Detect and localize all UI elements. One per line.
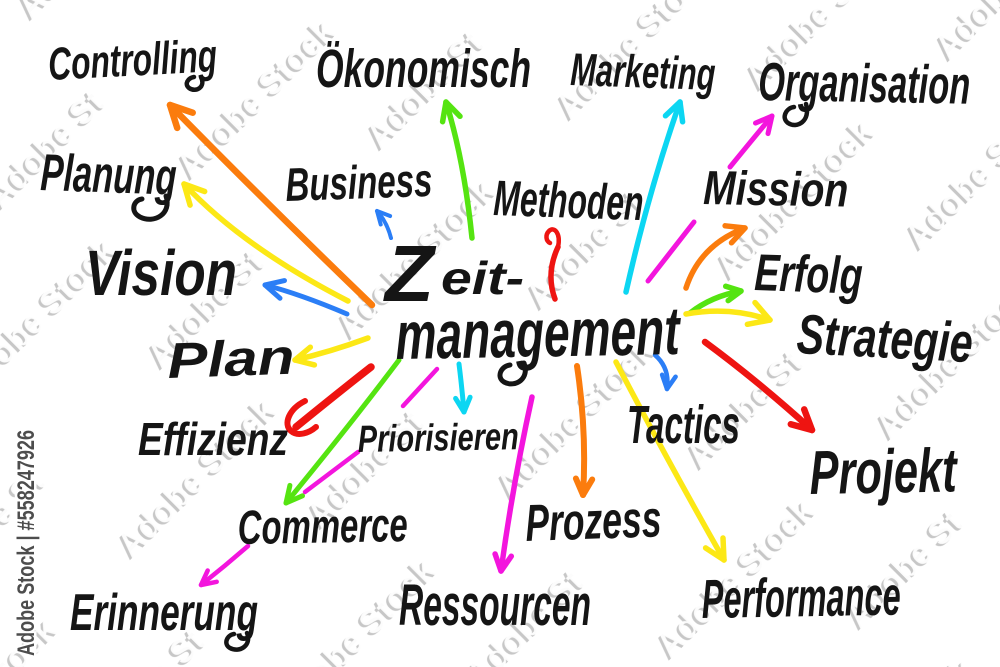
svg-text:Planung: Planung (40, 144, 178, 207)
svg-text:Commerce: Commerce (237, 499, 408, 555)
svg-text:Vision: Vision (85, 237, 237, 309)
svg-text:eit-: eit- (441, 252, 524, 304)
svg-text:Ressourcen: Ressourcen (399, 573, 591, 638)
svg-text:Performance: Performance (701, 565, 901, 630)
svg-text:Priorisieren: Priorisieren (357, 416, 519, 461)
svg-text:Effizienz: Effizienz (138, 413, 288, 465)
svg-text:Ökonomisch: Ökonomisch (316, 39, 531, 99)
svg-text:Adobe Stock | #558247926: Adobe Stock | #558247926 (13, 430, 40, 656)
svg-text:Z: Z (383, 229, 437, 318)
svg-text:Strategie: Strategie (795, 302, 974, 374)
svg-text:Plan: Plan (166, 329, 295, 389)
svg-text:Business: Business (284, 153, 433, 211)
svg-text:Tactics: Tactics (627, 395, 740, 455)
svg-text:Prozess: Prozess (524, 490, 662, 553)
svg-text:Mission: Mission (703, 162, 849, 218)
svg-text:Methoden: Methoden (493, 170, 645, 231)
svg-text:Projekt: Projekt (809, 436, 959, 508)
svg-text:Controlling: Controlling (47, 29, 218, 90)
svg-text:management: management (395, 293, 682, 374)
svg-text:Marketing: Marketing (570, 43, 717, 100)
svg-text:Erfolg: Erfolg (754, 244, 864, 306)
svg-text:Erinnerung: Erinnerung (70, 584, 258, 642)
